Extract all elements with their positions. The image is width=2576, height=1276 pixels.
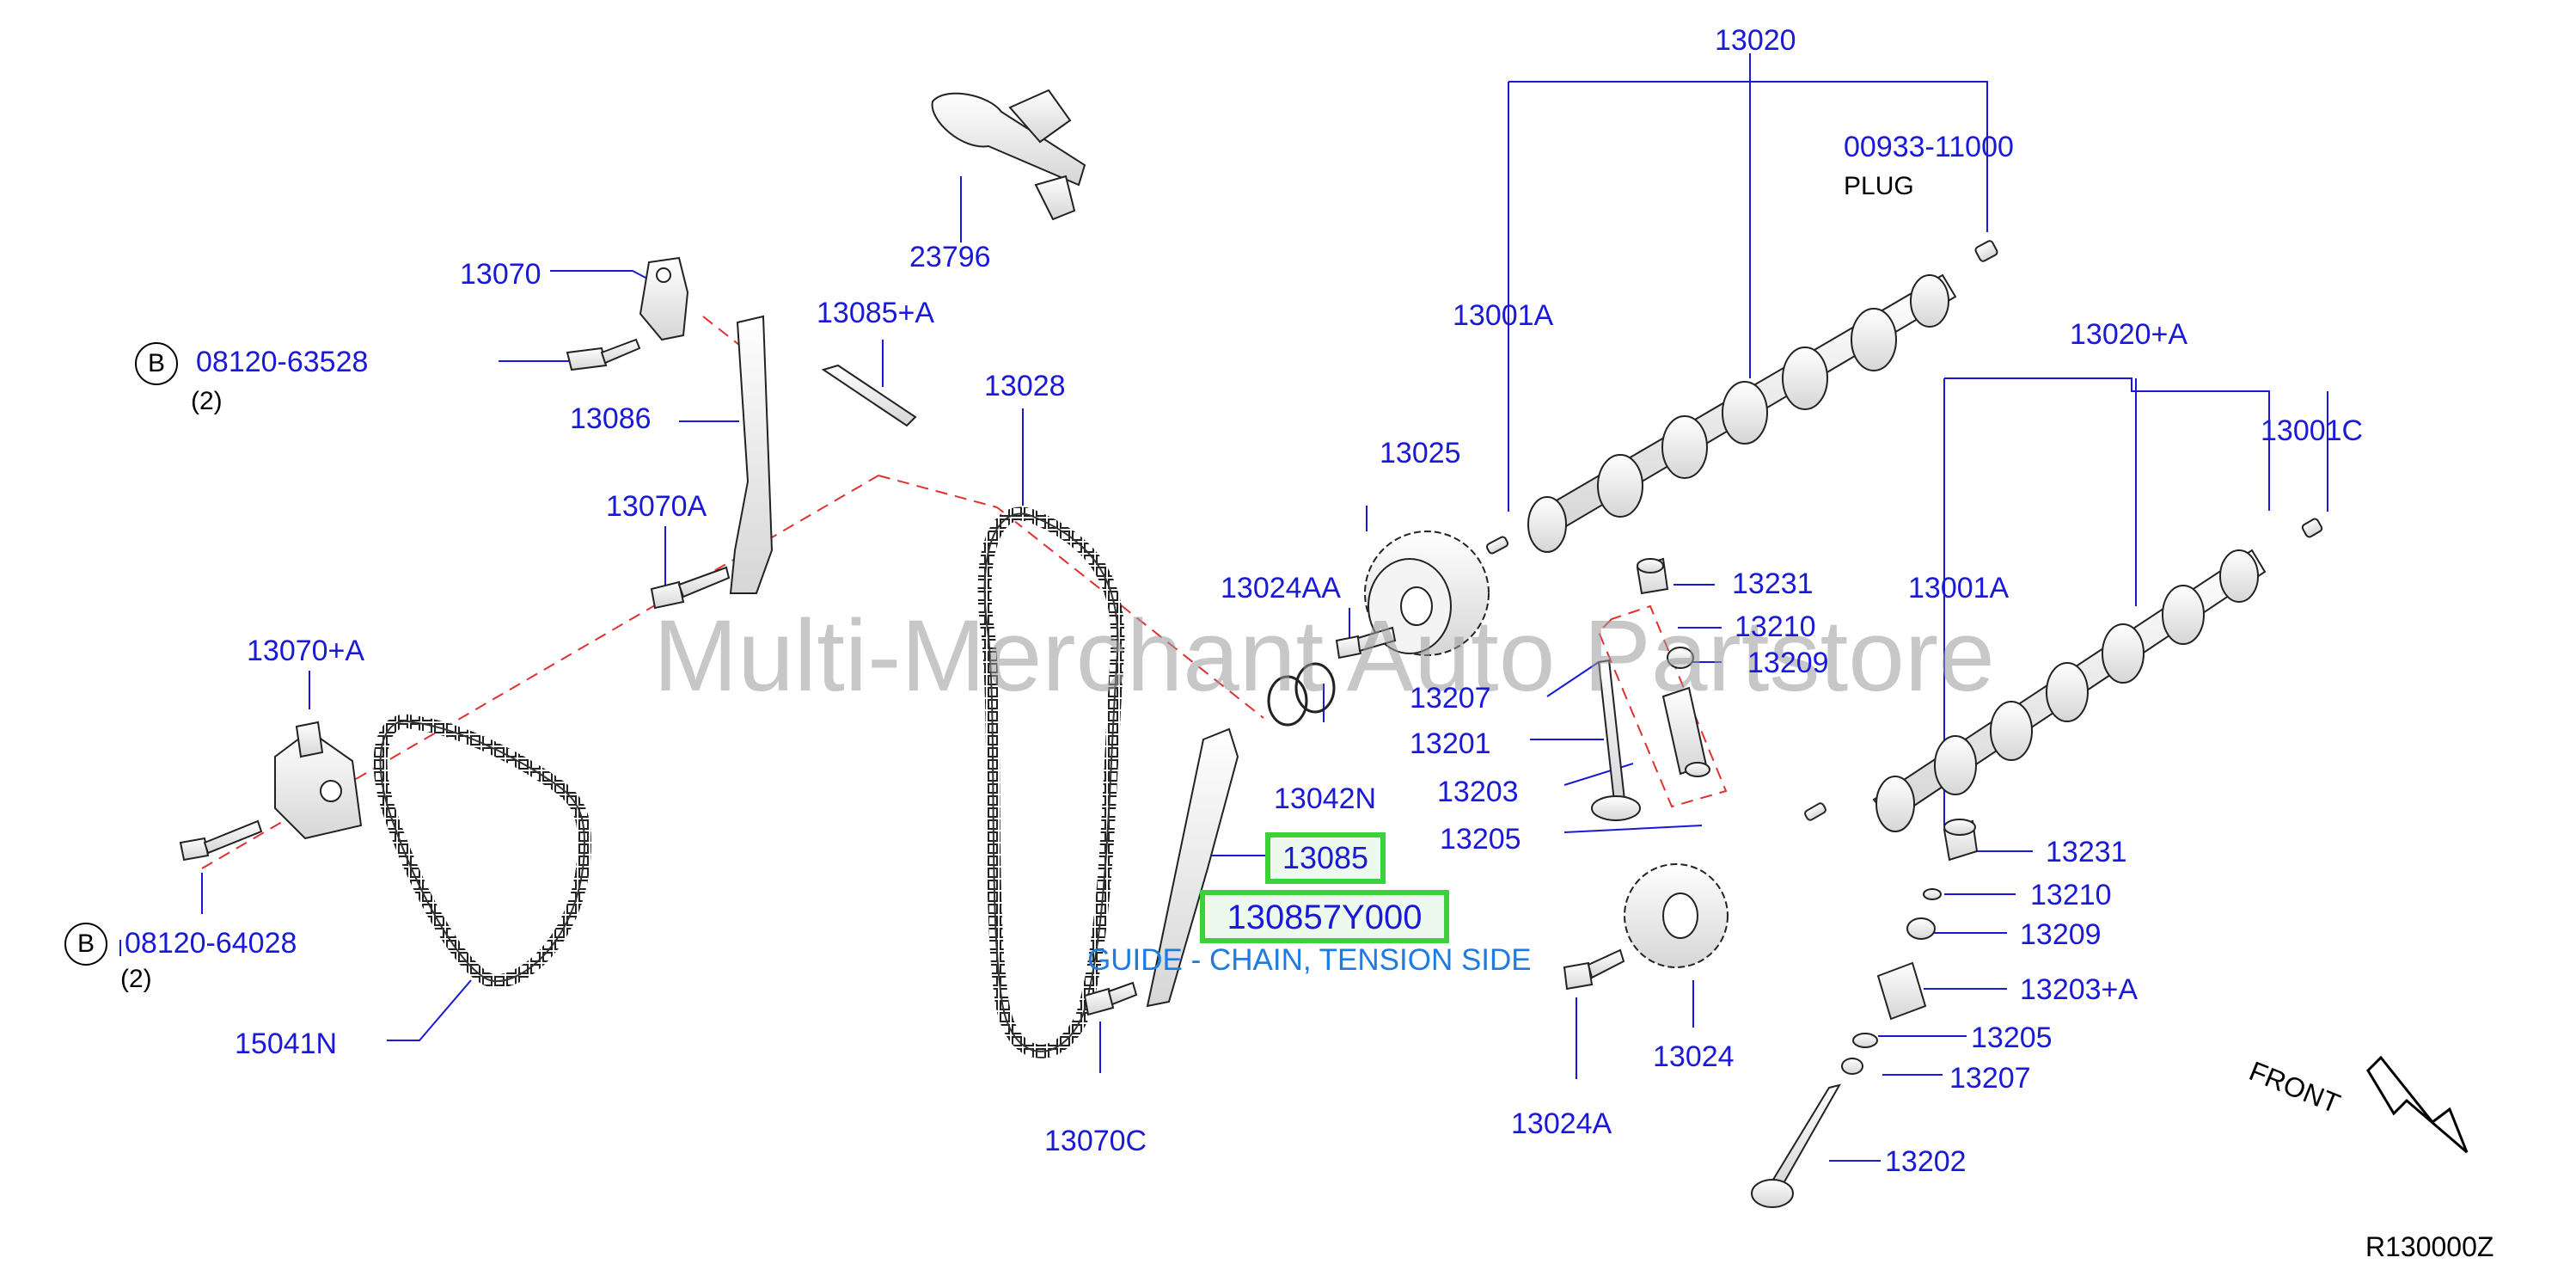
watermark: Multi-Merchant Auto Partstore [653, 599, 1995, 713]
label-13024[interactable]: 13024 [1653, 1040, 1735, 1073]
label-13086[interactable]: 13086 [570, 402, 652, 435]
label-plug: PLUG [1844, 172, 1914, 200]
label-13020[interactable]: 13020 [1715, 24, 1796, 57]
label-13210-top[interactable]: 13210 [1735, 610, 1816, 643]
slider-13085a [821, 364, 917, 427]
diagram-code: R130000Z [2365, 1231, 2494, 1262]
label-13020a[interactable]: 13020+A [2070, 318, 2188, 351]
timing-chain-left-outline [379, 720, 586, 983]
camshaft-13020 [1485, 240, 1998, 555]
valve-train-lower [1751, 819, 1979, 1208]
chain-guide-13085 [1146, 727, 1239, 1008]
label-13001c[interactable]: 13001C [2261, 414, 2364, 447]
label-13001a-right[interactable]: 13001A [1908, 572, 2010, 604]
label-13202[interactable]: 13202 [1885, 1145, 1967, 1178]
front-arrow [2366, 1055, 2469, 1154]
label-13028[interactable]: 13028 [984, 370, 1066, 402]
tensioner-13070a [274, 721, 363, 840]
label-13070c[interactable]: 13070C [1044, 1125, 1147, 1157]
label-13024a[interactable]: 13024A [1511, 1107, 1612, 1140]
label-13210-bot[interactable]: 13210 [2030, 879, 2112, 911]
bolt-13024a [1563, 948, 1625, 991]
label-13207-top[interactable]: 13207 [1410, 682, 1491, 715]
label-qty-bottom: (2) [120, 965, 152, 993]
camshaft-13020a [1804, 518, 2323, 832]
bolt-badge-b-bottom: B [64, 923, 107, 966]
label-13024aa[interactable]: 13024AA [1221, 572, 1341, 604]
bolt-13024aa [1335, 626, 1397, 659]
label-13201[interactable]: 13201 [1410, 727, 1491, 760]
solenoid-23796 [931, 89, 1086, 221]
label-15041n[interactable]: 15041N [235, 1028, 338, 1060]
sprocket-13024 [1624, 863, 1729, 968]
label-13205-top[interactable]: 13205 [1440, 823, 1521, 856]
timing-chain-center-outline [983, 512, 1119, 1052]
label-13209-top[interactable]: 13209 [1747, 647, 1829, 679]
highlight-oem-number-box[interactable]: 130857Y000 [1200, 890, 1449, 943]
label-23796[interactable]: 23796 [909, 241, 991, 273]
label-13042n[interactable]: 13042N [1274, 782, 1377, 815]
label-13070pa[interactable]: 13070+A [247, 635, 365, 667]
label-13209-bot[interactable]: 13209 [2020, 918, 2102, 951]
label-13085a[interactable]: 13085+A [817, 297, 935, 329]
label-13001a-top[interactable]: 13001A [1453, 299, 1554, 332]
label-qty-top: (2) [191, 387, 223, 415]
label-08120-64028[interactable]: 08120-64028 [125, 927, 297, 960]
label-08120-63528[interactable]: 08120-63528 [196, 346, 369, 378]
highlight-part-number-box[interactable]: 13085 [1265, 832, 1386, 884]
highlight-part-number: 13085 [1282, 840, 1369, 875]
label-13070[interactable]: 13070 [460, 258, 542, 291]
tensioner-13070 [639, 256, 689, 341]
leader-lines [119, 53, 2328, 1162]
washers-13042n [1267, 662, 1336, 727]
part-description: GUIDE - CHAIN, TENSION SIDE [1087, 943, 1532, 977]
label-13205-bot[interactable]: 13205 [1971, 1021, 2053, 1054]
label-13070a[interactable]: 13070A [606, 490, 707, 523]
bolt-08120-63528 [566, 338, 641, 371]
label-13203a[interactable]: 13203+A [2020, 973, 2139, 1006]
label-13231-bot[interactable]: 13231 [2046, 836, 2127, 868]
label-13231-top[interactable]: 13231 [1732, 567, 1814, 600]
bolt-badge-b-top: B [135, 342, 178, 385]
label-00933-11000[interactable]: 00933-11000 [1844, 131, 2014, 163]
bolt-08120-64028 [179, 819, 263, 862]
bolt-13070a [650, 566, 731, 610]
highlight-oem-number: 130857Y000 [1227, 899, 1423, 936]
bolt-13070c [1083, 981, 1138, 1016]
chain-guide-13086 [729, 315, 774, 594]
label-13203[interactable]: 13203 [1437, 776, 1519, 808]
valve-train-upper [1591, 557, 1710, 821]
label-13025[interactable]: 13025 [1380, 437, 1461, 469]
label-13207-bot[interactable]: 13207 [1949, 1062, 2031, 1095]
